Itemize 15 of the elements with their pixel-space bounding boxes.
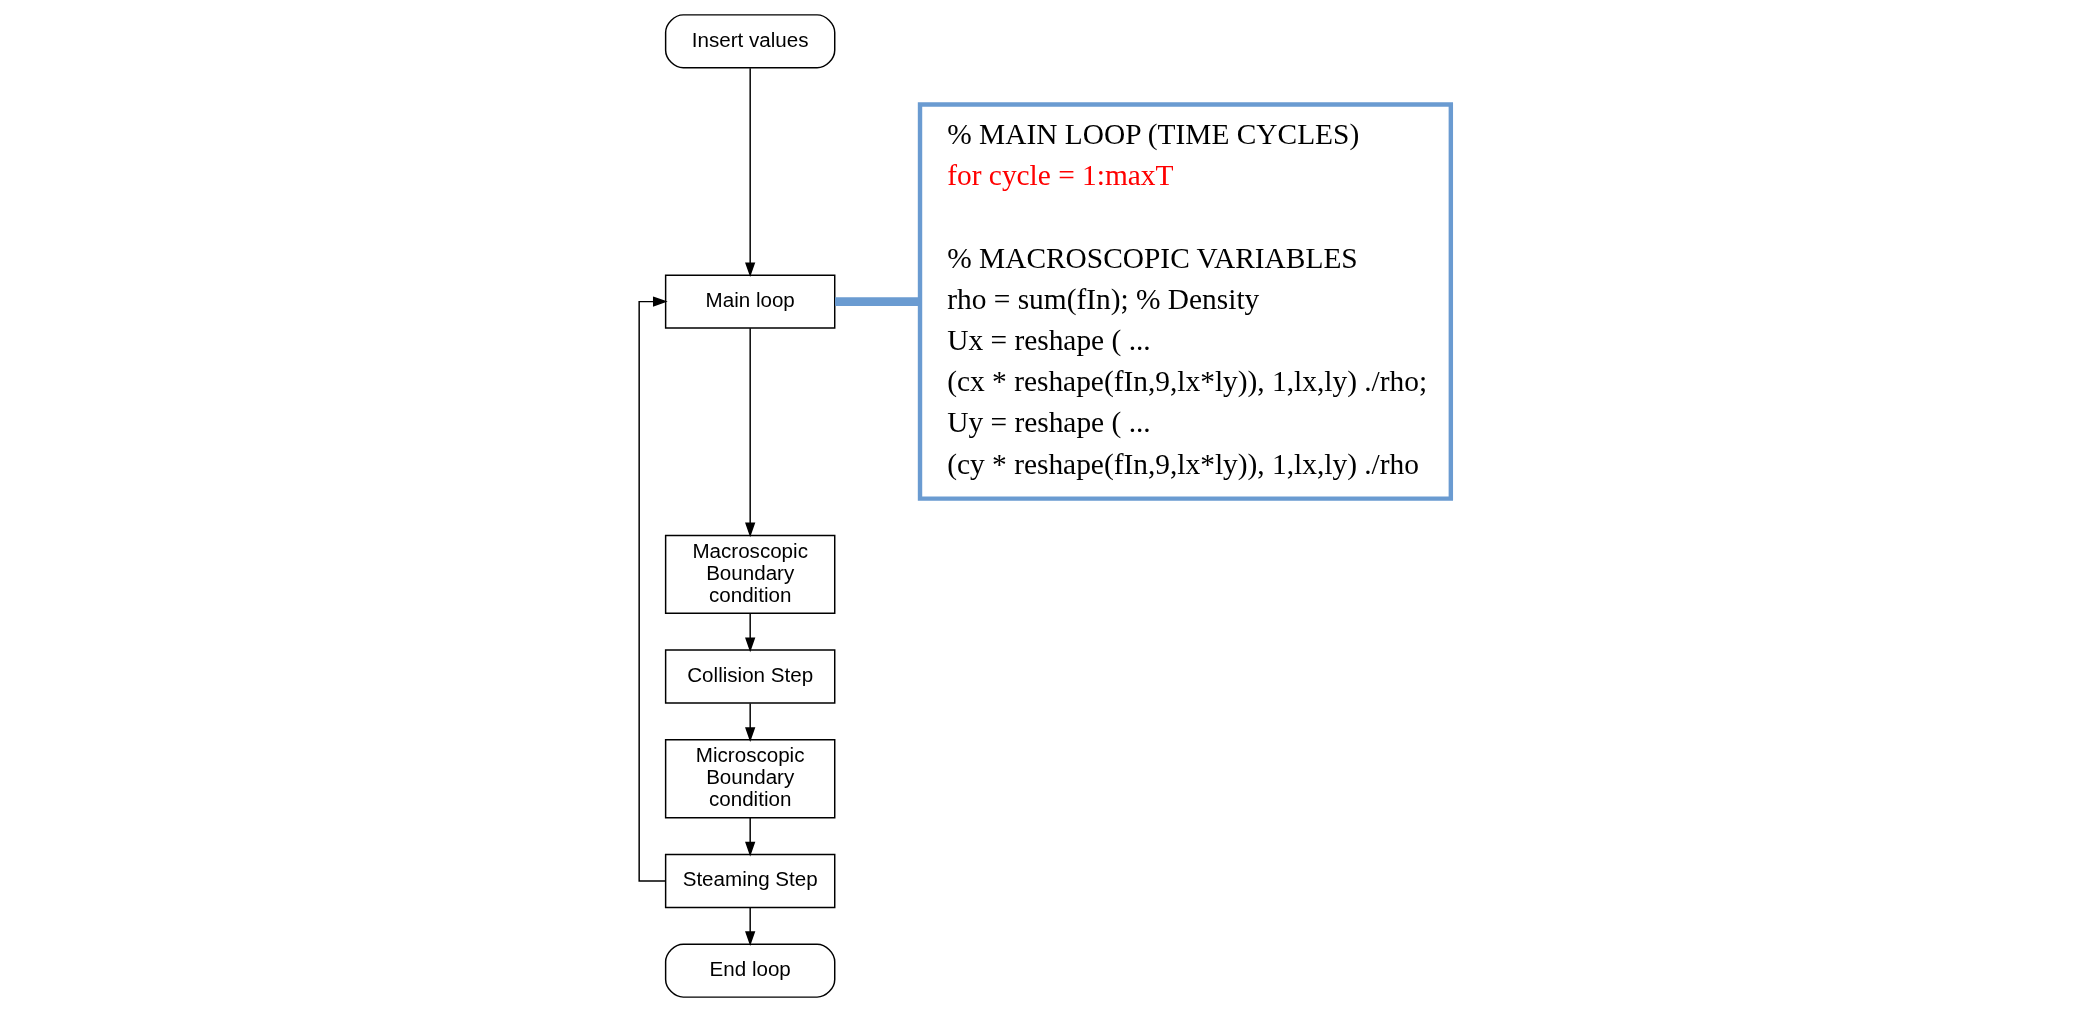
arrow (744, 327, 755, 537)
arrow (744, 702, 755, 742)
node-box: Microscopic Boundary condition (664, 738, 835, 818)
node-box: Macroscopic Boundary condition (664, 534, 835, 614)
arrow (744, 906, 755, 946)
node-box: Main loop (664, 273, 835, 329)
node-box: Collision Step (664, 648, 835, 704)
connector (834, 296, 920, 306)
node-box: End loop (664, 942, 835, 998)
node-box: % MAIN LOOP (TIME CYCLES) for cycle = 1:maxT % MACROSCOPIC VARIABLES rho = sum(fIn); % Density Ux = reshape ( ... (cx * reshape(fIn,9,lx*ly)), 1,lx,ly) ./rho; Uy = reshape ( ... (cy * reshape(fIn,9,lx*ly)), 1,lx,ly) ./rho (917, 101, 1453, 501)
node-box: Insert values (664, 13, 835, 69)
arrow (744, 612, 755, 652)
arrow (744, 816, 755, 857)
arrow (744, 67, 755, 277)
node-box: Steaming Step (664, 853, 835, 908)
